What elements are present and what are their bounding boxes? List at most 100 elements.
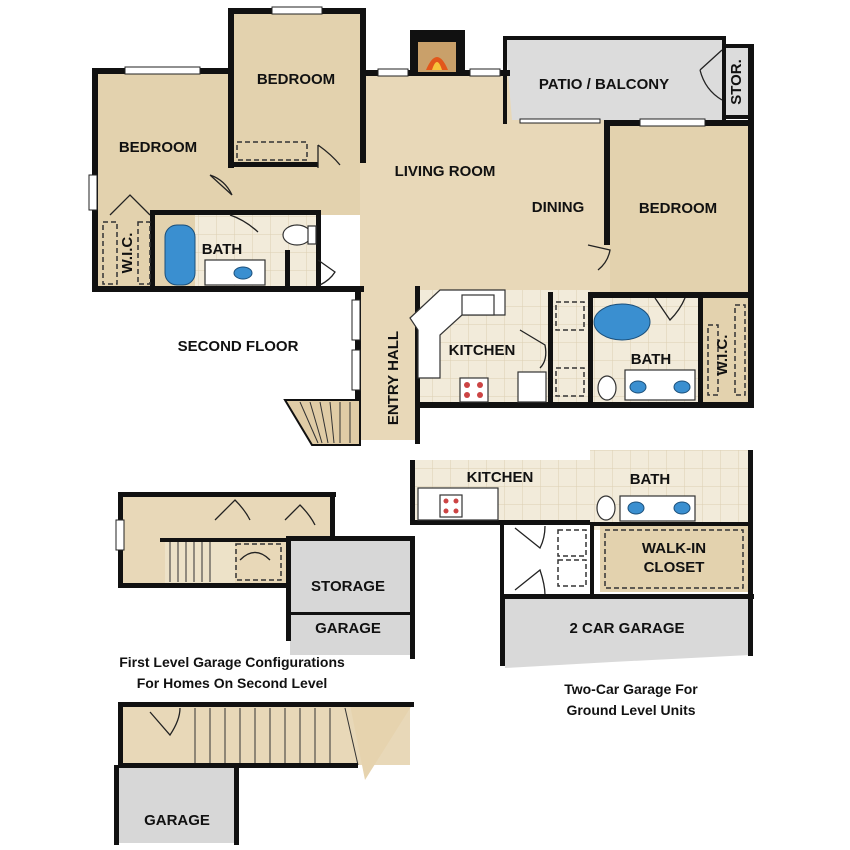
ground-kitchen-label: KITCHEN bbox=[467, 469, 534, 486]
wall bbox=[748, 450, 753, 595]
sink-icon bbox=[233, 266, 253, 280]
sink-icon bbox=[673, 380, 691, 394]
storage-label: STORAGE bbox=[311, 578, 385, 595]
storage-floor bbox=[290, 540, 412, 615]
second-floor-label: SECOND FLOOR bbox=[178, 338, 299, 355]
door-icon bbox=[149, 707, 181, 737]
garage-floor bbox=[290, 615, 412, 655]
storage-floor bbox=[722, 45, 752, 117]
wall bbox=[698, 292, 703, 404]
wall bbox=[410, 536, 415, 659]
window bbox=[639, 118, 706, 127]
dining-label: DINING bbox=[532, 199, 585, 216]
closet-rod bbox=[604, 529, 744, 589]
patio-floor bbox=[505, 38, 722, 120]
living-room-label: LIVING ROOM bbox=[395, 163, 496, 180]
wall bbox=[150, 210, 320, 215]
door-icon bbox=[317, 259, 336, 286]
toilet-icon bbox=[596, 495, 616, 521]
window bbox=[115, 519, 125, 551]
wall bbox=[590, 292, 754, 298]
wic-left-label: W.I.C. bbox=[119, 233, 136, 274]
bathtub-icon bbox=[593, 303, 651, 341]
bedroom-right-label: BEDROOM bbox=[639, 200, 717, 217]
bedroom-right-floor bbox=[610, 125, 750, 295]
wall bbox=[160, 538, 290, 542]
wall bbox=[418, 402, 754, 408]
caption-right-line2: Ground Level Units bbox=[566, 702, 695, 718]
stove-icon bbox=[459, 377, 489, 403]
refrigerator-icon bbox=[517, 371, 547, 403]
ground-bath-label: BATH bbox=[630, 471, 671, 488]
toilet-icon bbox=[282, 224, 312, 246]
bedroom-left-label: BEDROOM bbox=[119, 139, 197, 156]
closet-rod bbox=[102, 221, 118, 285]
door-icon bbox=[699, 49, 723, 101]
wall bbox=[286, 536, 414, 541]
closet-rod bbox=[137, 221, 151, 285]
wall bbox=[722, 115, 754, 119]
window bbox=[351, 299, 361, 341]
bedroom-top-floor bbox=[231, 12, 363, 170]
stair-landing bbox=[350, 705, 412, 780]
door-icon bbox=[514, 525, 546, 550]
wall bbox=[500, 594, 505, 666]
window bbox=[124, 66, 201, 75]
wall bbox=[410, 460, 415, 525]
wall bbox=[588, 292, 593, 404]
stair-area bbox=[165, 538, 235, 583]
door-icon bbox=[514, 568, 546, 596]
hallway-floor bbox=[230, 165, 365, 215]
closet-floor bbox=[600, 522, 750, 592]
garage-config-a: STORAGE GARAGE bbox=[115, 492, 415, 659]
wall bbox=[234, 765, 239, 845]
entry-hall-floor bbox=[358, 290, 418, 440]
wall bbox=[92, 286, 364, 292]
wall bbox=[604, 120, 610, 245]
garage-b-label: GARAGE bbox=[144, 812, 210, 829]
wall bbox=[150, 210, 155, 290]
stove-icon bbox=[439, 494, 463, 518]
door-icon bbox=[587, 244, 611, 271]
window bbox=[519, 118, 601, 124]
bath-left-label: BATH bbox=[202, 241, 243, 258]
door-icon bbox=[284, 504, 316, 526]
wall bbox=[330, 492, 335, 540]
fireplace-icon bbox=[410, 30, 465, 75]
wall bbox=[286, 612, 414, 615]
sink-icon bbox=[673, 501, 691, 515]
window bbox=[469, 68, 501, 77]
wall bbox=[590, 522, 594, 594]
wall bbox=[355, 286, 361, 406]
bath-right-label: BATH bbox=[631, 351, 672, 368]
wic-left-floor bbox=[95, 215, 155, 290]
dryer-icon bbox=[555, 367, 585, 397]
wall bbox=[722, 36, 726, 124]
door-icon bbox=[519, 329, 547, 369]
door-icon bbox=[214, 499, 251, 521]
wall bbox=[118, 702, 123, 770]
wall bbox=[228, 162, 318, 167]
main-unit: BEDROOM BEDROOM BEDROOM PATIO / BALCONY … bbox=[88, 6, 754, 446]
closet-label-line2: CLOSET bbox=[644, 559, 705, 576]
sink-icon bbox=[627, 501, 645, 515]
door-icon bbox=[209, 174, 233, 196]
closet-rod bbox=[236, 141, 308, 161]
storage-small-label: STOR. bbox=[728, 59, 745, 105]
wic-right-label: W.I.C. bbox=[714, 335, 731, 376]
toilet-tank bbox=[307, 225, 317, 245]
wall bbox=[748, 594, 753, 656]
garage-floor bbox=[118, 768, 236, 843]
two-car-garage-label: 2 CAR GARAGE bbox=[569, 620, 684, 637]
wall bbox=[316, 210, 321, 290]
ground-unit: KITCHEN BATH WALK-IN CLOSET 2 CAR GARAGE bbox=[410, 450, 754, 668]
window bbox=[88, 174, 98, 211]
window bbox=[351, 349, 361, 391]
bathtub-icon bbox=[164, 224, 196, 286]
bedroom-top-label: BEDROOM bbox=[257, 71, 335, 88]
door-icon bbox=[109, 194, 151, 216]
closet-rod bbox=[734, 304, 746, 396]
window bbox=[377, 68, 409, 77]
wall bbox=[503, 36, 507, 124]
wall bbox=[722, 44, 754, 48]
